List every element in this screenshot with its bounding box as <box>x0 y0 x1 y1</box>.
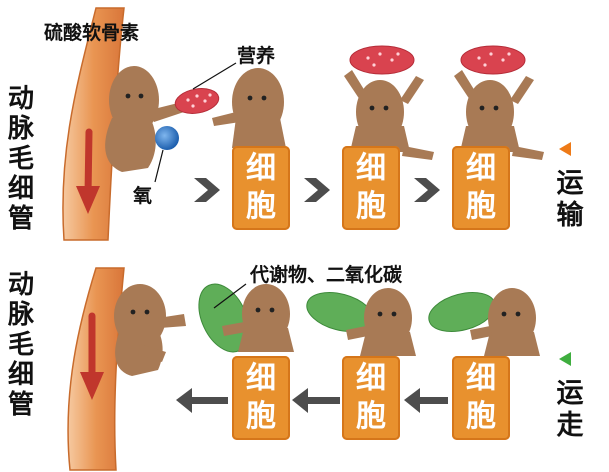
nutrient-raised-dots-2 <box>477 52 511 67</box>
flow-arrows-top <box>194 178 440 202</box>
sulfate-label: 硫酸软骨素 <box>44 22 140 44</box>
oxygen-icon <box>155 126 179 150</box>
flow-arrow-bottom-3 <box>404 388 448 413</box>
nutrient-raised-icon-2 <box>460 45 526 75</box>
vessel-label-bottom: 动脉毛细管 <box>7 270 34 420</box>
vessel-label-top: 动脉毛细管 <box>7 84 34 234</box>
triangle-green-icon <box>559 352 571 366</box>
character-face-vessel-bottom <box>130 309 150 315</box>
transport-label: 运输 <box>556 168 584 231</box>
flow-arrow-bottom-2 <box>292 388 340 413</box>
character-celebrating-top-3 <box>454 70 544 160</box>
cell-top-2: 细胞 <box>342 146 400 230</box>
cell-bottom-2: 细胞 <box>342 356 400 440</box>
nutrient-label: 营养 <box>237 45 276 67</box>
character-face-carrier-2 <box>377 311 397 317</box>
capillary-vessel-top <box>62 7 125 241</box>
character-vessel-top <box>105 66 184 172</box>
cell-top-3: 细胞 <box>452 146 510 230</box>
waste-label: 代谢物、二氧化碳 <box>250 264 403 286</box>
character-face-carrier-3 <box>501 311 521 317</box>
character-face-vessel-top <box>125 93 144 99</box>
flow-arrow-top-1 <box>194 178 220 202</box>
oxygen-label: 氧 <box>133 185 153 207</box>
character-face-carrier-1 <box>255 307 275 313</box>
character-carrier-bottom-2 <box>346 288 416 356</box>
nutrient-raised-dots-1 <box>366 52 400 67</box>
cell-bottom-1: 细胞 <box>232 356 290 440</box>
flow-arrow-bottom-1 <box>176 388 228 413</box>
flow-arrows-bottom <box>176 388 448 413</box>
character-carrier-bottom-1 <box>222 284 294 352</box>
blood-flow-arrow-top <box>76 128 100 214</box>
character-carrier-bottom-3 <box>470 288 540 356</box>
capillary-vessel-bottom <box>67 267 125 471</box>
character-face-celebrating-3 <box>479 105 499 111</box>
nutrient-icon <box>174 88 220 114</box>
character-vessel-bottom <box>114 284 186 376</box>
flow-arrow-top-2 <box>304 178 330 202</box>
character-face-celebrating-2 <box>369 105 389 111</box>
character-face-receiver-1 <box>247 95 267 101</box>
flow-arrow-top-3 <box>414 178 440 202</box>
character-celebrating-top-2 <box>344 70 434 160</box>
nutrient-dots <box>186 93 212 108</box>
nutrient-raised-icon-1 <box>349 45 415 75</box>
blood-flow-arrow-bottom <box>80 312 104 400</box>
cell-bottom-3: 细胞 <box>452 356 510 440</box>
triangle-orange-icon <box>559 142 571 156</box>
cell-top-1: 细胞 <box>232 146 290 230</box>
remove-label: 运走 <box>556 378 584 441</box>
character-receiver-top-1 <box>212 68 286 148</box>
